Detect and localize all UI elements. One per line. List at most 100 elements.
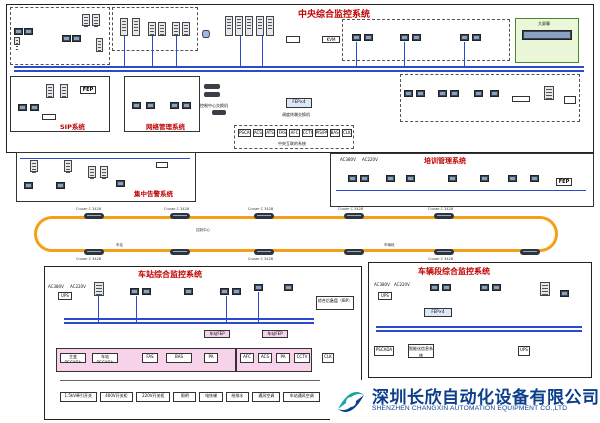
workstation-monitor	[508, 175, 517, 182]
center-subsystems-frame	[234, 125, 354, 149]
server-rack	[60, 84, 68, 98]
changxin-logo-icon	[334, 385, 368, 419]
network-mgmt-subregion	[124, 76, 200, 132]
station-ups: UPS	[58, 292, 72, 300]
station-lan-bus	[64, 318, 314, 320]
server-rack	[266, 16, 274, 36]
station-lan-drop	[258, 292, 259, 324]
training-title: 培训管理系统	[424, 157, 466, 165]
fep-box: FEP	[80, 86, 96, 94]
workstation-monitor	[352, 34, 361, 41]
alarm-lan-bus	[20, 158, 190, 159]
workstation-monitor	[132, 102, 141, 109]
center-iface-box: FAS	[277, 129, 288, 137]
lan-drop	[404, 42, 405, 68]
center-iface-box: ACS	[252, 129, 263, 137]
network-mgmt-title: 网络管理系统	[146, 123, 185, 131]
central-lower-right-group	[400, 74, 580, 122]
backbone-ring	[34, 216, 558, 252]
workstation-monitor	[472, 34, 481, 41]
storage-disk-icon	[202, 30, 210, 38]
workstation-monitor	[232, 288, 241, 295]
station-subsystem-box: AFC	[240, 353, 254, 363]
central-workstation-group	[342, 19, 510, 61]
workstation-monitor	[146, 102, 155, 109]
central-server-group	[112, 7, 198, 51]
workstation-monitor	[220, 288, 229, 295]
depot-ups: UPS	[378, 292, 392, 300]
ring-node-label: Cruser C 3428	[248, 207, 274, 211]
workstation-monitor	[430, 284, 439, 291]
workstation-monitor	[254, 284, 263, 291]
workstation-monitor	[116, 180, 125, 187]
center-iface-box: BAS	[329, 129, 340, 137]
kvm-box-2: KVM	[322, 36, 340, 43]
company-name-cn: 深圳长欣自动化设备有限公司	[372, 388, 600, 408]
station-subsystem-box: 主变PSCADA	[60, 353, 86, 363]
workstation-monitor	[170, 102, 179, 109]
workstation-monitor	[364, 34, 373, 41]
ibp-panel: 综合后备盘（IBP）	[316, 296, 354, 310]
ring-node	[434, 249, 454, 255]
station-lan-drop	[226, 296, 227, 324]
station-ac380: AC380V	[48, 284, 64, 289]
workstation-monitor	[438, 90, 447, 97]
ring-node	[520, 249, 540, 255]
ring-ctrl-center-label: 控制中心	[196, 228, 210, 232]
sip-subregion	[10, 76, 110, 132]
center-iface-box: AFC	[289, 129, 300, 137]
ring-node	[434, 213, 454, 219]
server-rack	[245, 16, 253, 36]
central-alarm-title: 集中告警系统	[134, 190, 173, 198]
server-rack	[256, 16, 264, 36]
training-ac380: AC380V	[340, 157, 356, 162]
ring-node-label: Cruser C 3428	[428, 207, 454, 211]
depot-maint-box: 智能化信息系统	[408, 344, 434, 358]
lan-drop	[262, 36, 263, 68]
central-left-dashed-area	[10, 7, 110, 65]
bigscreen-monitor	[522, 30, 572, 40]
field-device-box: 照明	[173, 392, 197, 402]
ring-node	[344, 249, 364, 255]
lan-drop	[124, 36, 125, 68]
server-rack	[46, 84, 54, 98]
training-ac220: AC220V	[362, 157, 378, 162]
ring-node-label: Cruser C 3428	[76, 257, 102, 261]
center-iface-box: PIS/PA	[314, 129, 328, 137]
ring-node	[84, 249, 104, 255]
server-rack	[82, 14, 90, 26]
ring-node	[254, 213, 274, 219]
workstation-monitor	[404, 90, 413, 97]
depot-iscs-title: 车辆段综合监控系统	[418, 267, 490, 276]
bigscreen-panel	[515, 18, 579, 63]
depot-ups-box-2: UPS	[518, 346, 530, 356]
workstation-monitor	[182, 102, 191, 109]
ctrl-center-switch-label: 控制中心交换机	[200, 103, 228, 108]
field-device-box: 车站通风空调	[283, 392, 320, 402]
server-rack	[544, 86, 554, 100]
server-rack	[172, 22, 180, 36]
company-name-en: SHENZHEN CHANGXIN AUTOMATION EQUIPMENT C…	[372, 405, 568, 412]
backbone-ring-inner	[37, 219, 555, 249]
depot-pscada-box: PSCADA	[374, 346, 394, 356]
center-iface-box: CCTV	[301, 129, 313, 137]
workstation-monitor	[474, 90, 483, 97]
center-subsystems-label: 中央互联的系统	[278, 141, 306, 146]
station-subsystem-box: PA	[276, 353, 290, 363]
workstation-monitor	[142, 288, 151, 295]
server-rack	[235, 16, 243, 36]
field-device-box: 1.5kV牵引开关	[60, 392, 97, 402]
ring-node-label: Cruser C 3428	[76, 207, 102, 211]
printer-box	[156, 162, 168, 168]
ring-station-label: 车站	[116, 243, 123, 247]
ring-node-label: Cruser C 3428	[338, 207, 364, 211]
server-rack	[64, 160, 72, 172]
workstation-monitor	[530, 175, 539, 182]
lan-drop	[240, 36, 241, 68]
workstation-monitor	[442, 284, 451, 291]
kvm-box	[286, 36, 300, 43]
station-lan-drop	[98, 296, 99, 324]
central-fep-box: FEP×4	[286, 98, 312, 108]
server-rack	[158, 22, 166, 36]
server-rack	[100, 166, 108, 178]
